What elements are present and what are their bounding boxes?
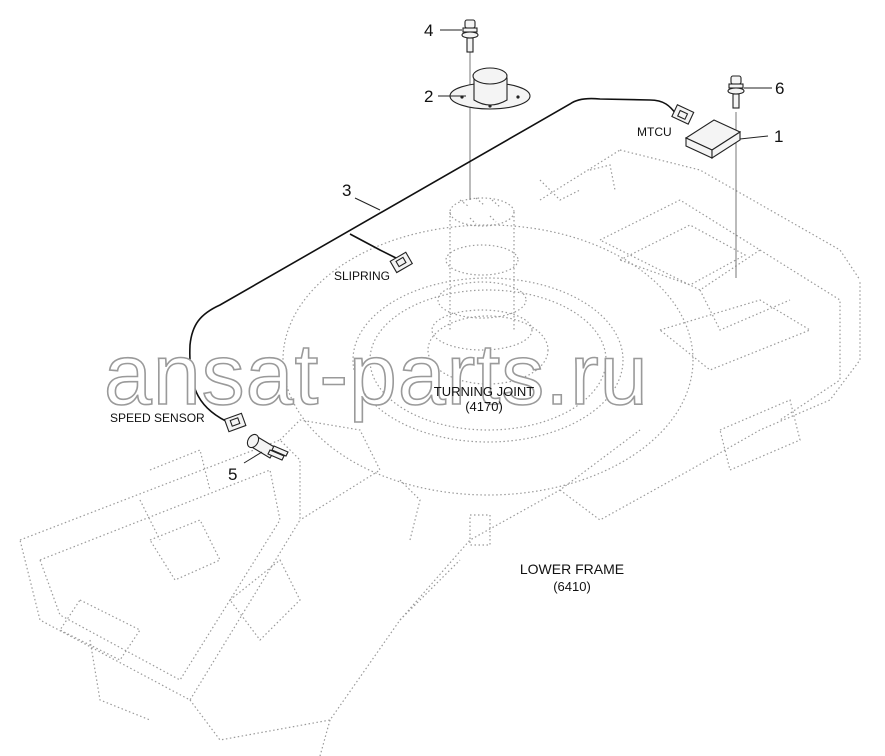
connector-slipring <box>389 251 414 274</box>
lower-frame-code: (6410) <box>553 579 591 594</box>
turning-joint-code: (4170) <box>465 399 503 414</box>
speed-sensor-label: SPEED SENSOR <box>110 411 205 425</box>
turning-joint-body <box>431 197 533 351</box>
callout-4: 4 <box>424 21 433 40</box>
turning-joint-label: TURNING JOINT <box>434 384 534 399</box>
speed-sensor-icon <box>246 433 289 461</box>
watermark-text: ansat-parts.ru <box>104 327 649 423</box>
mtcu-label: MTCU <box>637 125 672 139</box>
callout-3: 3 <box>342 181 351 200</box>
connector-mtcu <box>671 104 695 125</box>
bolt-icon-item-4 <box>461 19 479 53</box>
lower-frame-outline <box>19 149 861 756</box>
wiring-harness <box>189 97 677 425</box>
connector-speed-sensor <box>223 412 247 433</box>
mtcu-module-icon <box>684 119 742 160</box>
cap-icon-item-2 <box>449 67 531 110</box>
callout-1: 1 <box>774 127 783 146</box>
callout-leaders <box>243 29 772 464</box>
callout-2: 2 <box>424 87 433 106</box>
lower-frame-label: LOWER FRAME <box>520 561 624 577</box>
turning-ring-outline <box>282 224 694 496</box>
bolt-icon-item-6 <box>727 75 745 109</box>
callout-5: 5 <box>228 465 237 484</box>
callout-6: 6 <box>775 79 784 98</box>
slipring-label: SLIPRING <box>334 269 390 283</box>
